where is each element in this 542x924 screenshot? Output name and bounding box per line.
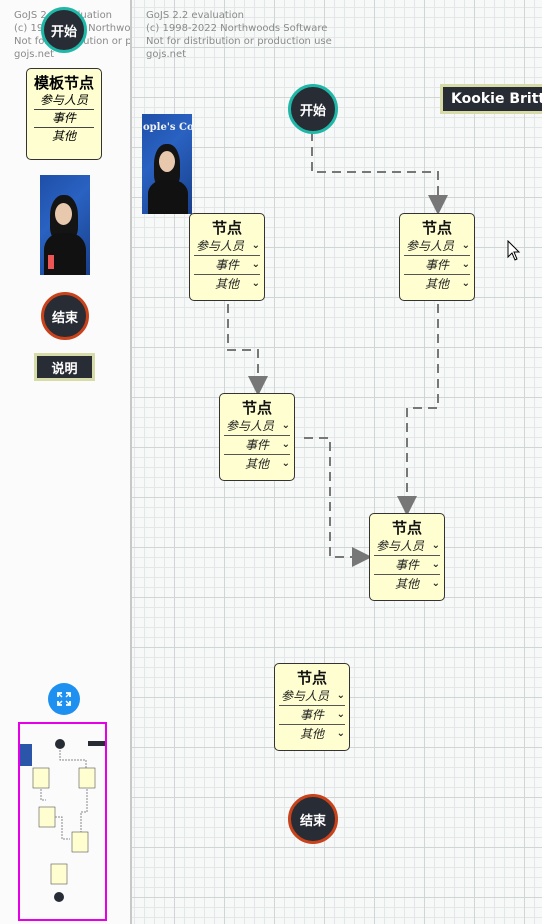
node-row-event[interactable]: 事件⌄ <box>224 436 290 455</box>
node-row-event[interactable]: 事件⌄ <box>404 256 470 275</box>
node-row-participants[interactable]: 参与人员⌄ <box>374 537 440 556</box>
node-row-event[interactable]: 事件⌄ <box>194 256 260 275</box>
chevron-down-icon[interactable]: ⌄ <box>251 240 260 251</box>
diagram-node-4[interactable]: 节点 参与人员⌄ 事件⌄ 其他⌄ <box>369 513 445 601</box>
expand-icon <box>57 692 71 706</box>
node-row-participants[interactable]: 参与人员⌄ <box>279 687 345 706</box>
diagram-start-label: 开始 <box>299 103 326 119</box>
diagram-node-5[interactable]: 节点 参与人员⌄ 事件⌄ 其他⌄ <box>274 663 350 751</box>
diagram-overview[interactable] <box>18 722 107 921</box>
template-node-row-participants: 参与人员 <box>34 92 94 110</box>
template-node-row-event: 事件 <box>34 110 94 128</box>
overview-toggle-button[interactable] <box>48 683 80 715</box>
node-row-participants[interactable]: 参与人员⌄ <box>404 237 470 256</box>
palette-template-node[interactable]: 模板节点 参与人员 事件 其他 <box>26 68 102 160</box>
chevron-down-icon[interactable]: ⌄ <box>281 439 290 450</box>
picture-caption: ople's Congr <box>143 122 192 133</box>
palette-start-label: 开始 <box>50 24 77 40</box>
diagram-end-node[interactable]: 结束 <box>288 794 338 844</box>
node-row-participants[interactable]: 参与人员⌄ <box>224 417 290 436</box>
chevron-down-icon[interactable]: ⌄ <box>461 278 470 289</box>
diagram-picture-node[interactable]: ople's Congr <box>142 114 192 214</box>
template-node-title: 模板节点 <box>33 74 94 92</box>
palette-end-node[interactable]: 结束 <box>41 292 89 340</box>
link-node1-to-node3 <box>227 304 268 396</box>
link-node3-to-node4 <box>304 437 372 567</box>
node-row-other[interactable]: 其他⌄ <box>299 727 345 741</box>
diagram-note-label: Kookie Brittle <box>451 91 542 107</box>
diagram-note-node[interactable]: Kookie Brittle <box>440 84 542 114</box>
palette: GoJS 2.2 evaluation (c) 1998-2022 Northw… <box>0 0 200 924</box>
diagram-end-label: 结束 <box>299 813 326 829</box>
node-row-other[interactable]: 其他⌄ <box>424 277 470 291</box>
node-row-other[interactable]: 其他⌄ <box>214 277 260 291</box>
chevron-down-icon[interactable]: ⌄ <box>281 420 290 431</box>
chevron-down-icon[interactable]: ⌄ <box>431 559 440 570</box>
diagram-links <box>227 132 448 567</box>
node-title: 节点 <box>241 399 272 417</box>
mouse-pointer-icon <box>507 240 521 261</box>
chevron-down-icon[interactable]: ⌄ <box>431 578 440 589</box>
diagram-start-node[interactable]: 开始 <box>288 84 338 134</box>
link-start-to-node2 <box>311 132 448 215</box>
node-title: 节点 <box>421 219 452 237</box>
node-row-event[interactable]: 事件⌄ <box>374 556 440 575</box>
node-title: 节点 <box>296 669 327 687</box>
diagram-watermark: GoJS 2.2 evaluation (c) 1998-2022 Northw… <box>146 10 332 60</box>
diagram-node-2[interactable]: 节点 参与人员⌄ 事件⌄ 其他⌄ <box>399 213 475 301</box>
palette-note-node[interactable]: 说明 <box>34 353 95 381</box>
node-title: 节点 <box>391 519 422 537</box>
diagram-node-3[interactable]: 节点 参与人员⌄ 事件⌄ 其他⌄ <box>219 393 295 481</box>
node-row-other[interactable]: 其他⌄ <box>244 457 290 471</box>
diagram-canvas[interactable]: GoJS 2.2 evaluation (c) 1998-2022 Northw… <box>132 0 542 924</box>
chevron-down-icon[interactable]: ⌄ <box>431 540 440 551</box>
palette-divider[interactable] <box>130 0 132 924</box>
chevron-down-icon[interactable]: ⌄ <box>461 259 470 270</box>
chevron-down-icon[interactable]: ⌄ <box>336 690 345 701</box>
palette-end-label: 结束 <box>51 310 78 326</box>
palette-start-node[interactable]: 开始 <box>41 7 87 53</box>
chevron-down-icon[interactable]: ⌄ <box>281 458 290 469</box>
chevron-down-icon[interactable]: ⌄ <box>251 259 260 270</box>
chevron-down-icon[interactable]: ⌄ <box>251 278 260 289</box>
node-title: 节点 <box>211 219 242 237</box>
template-node-row-other: 其他 <box>51 129 76 143</box>
diagram-node-1[interactable]: 节点 参与人员⌄ 事件⌄ 其他⌄ <box>189 213 265 301</box>
node-row-event[interactable]: 事件⌄ <box>279 706 345 725</box>
chevron-down-icon[interactable]: ⌄ <box>336 728 345 739</box>
chevron-down-icon[interactable]: ⌄ <box>336 709 345 720</box>
link-node2-to-node4 <box>397 304 439 516</box>
palette-note-label: 说明 <box>51 361 78 377</box>
palette-picture-node[interactable] <box>40 175 90 275</box>
node-row-other[interactable]: 其他⌄ <box>394 577 440 591</box>
overview-minimap <box>20 739 105 902</box>
chevron-down-icon[interactable]: ⌄ <box>461 240 470 251</box>
node-row-participants[interactable]: 参与人员⌄ <box>194 237 260 256</box>
